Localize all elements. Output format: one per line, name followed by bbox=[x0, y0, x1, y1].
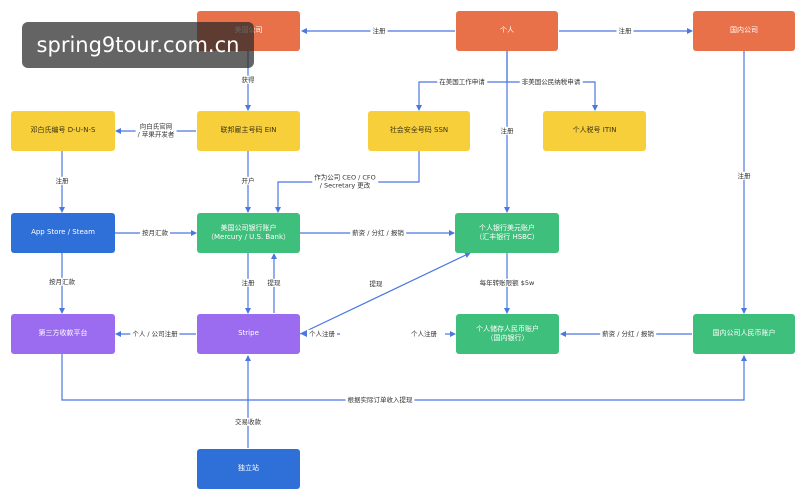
edge-label-transaction: 交易收款 bbox=[233, 417, 263, 427]
edge-label-personal-reg-stripe: 个人注册 bbox=[307, 329, 337, 339]
edge-third-party-to-domestic-rmb bbox=[61, 354, 747, 401]
node-indie-site-label: 独立站 bbox=[238, 464, 259, 473]
edge-label-reg-individual: 注册 bbox=[498, 126, 516, 136]
edge-label-work-us: 在美国工作申请 bbox=[437, 77, 487, 87]
node-ssn-label: 社会安全号码 SSN bbox=[389, 126, 449, 135]
node-ein: 联邦雇主号码 EIN bbox=[197, 111, 300, 151]
node-domestic-company-label: 国内公司 bbox=[730, 26, 758, 35]
node-us-company-bank-label: 美国公司银行账户 （Mercury / U.S. Bank） bbox=[206, 223, 290, 241]
node-duns: 邓白氏编号 D-U-N-S bbox=[11, 111, 115, 151]
edge-label-reg-duns: 注册 bbox=[53, 176, 71, 186]
node-itin-label: 个人税号 ITIN bbox=[572, 126, 617, 135]
watermark-text: spring9tour.com.cn bbox=[36, 33, 240, 57]
node-us-company-bank: 美国公司银行账户 （Mercury / U.S. Bank） bbox=[197, 213, 300, 253]
node-personal-usd-label: 个人银行美元账户 （汇丰银行 HSBC） bbox=[475, 223, 539, 241]
node-individual-label: 个人 bbox=[500, 26, 514, 35]
edge-label-nonresident: 非美国公民纳税申请 bbox=[519, 77, 583, 87]
node-indie-site: 独立站 bbox=[197, 449, 300, 489]
edge-label-monthly-transfer: 按月汇款 bbox=[140, 228, 170, 238]
edge-label-reg-stripe: 注册 bbox=[239, 278, 257, 288]
node-appstore-label: App Store / Steam bbox=[31, 228, 95, 237]
edge-label-salary-2: 薪资 / 分红 / 报销 bbox=[600, 329, 656, 339]
edge-label-reg-left: 注册 bbox=[370, 26, 388, 36]
node-personal-rmb: 个人储存人民币账户 （国内银行） bbox=[456, 314, 559, 354]
node-domestic-rmb-label: 国内公司人民币账户 bbox=[712, 329, 776, 338]
edge-label-officer-change: 作为公司 CEO / CFO / Secretary 更改 bbox=[312, 173, 378, 191]
node-duns-label: 邓白氏编号 D-U-N-S bbox=[30, 126, 96, 135]
watermark: spring9tour.com.cn bbox=[22, 22, 254, 68]
node-domestic-company: 国内公司 bbox=[693, 11, 795, 51]
edge-stripe-to-personal-usd bbox=[299, 252, 471, 335]
node-domestic-rmb: 国内公司人民币账户 bbox=[693, 314, 795, 354]
node-personal-usd: 个人银行美元账户 （汇丰银行 HSBC） bbox=[455, 213, 559, 253]
edge-label-reg-domestic: 注册 bbox=[735, 171, 753, 181]
edge-label-personal-reg-rmb: 个人注册 bbox=[409, 329, 439, 339]
node-stripe: Stripe bbox=[197, 314, 300, 354]
node-personal-rmb-label: 个人储存人民币账户 （国内银行） bbox=[476, 324, 539, 342]
edge-label-withdraw-stripe: 提现 bbox=[265, 278, 283, 288]
node-third-party-label: 第三方收款平台 bbox=[38, 329, 88, 338]
node-stripe-label: Stripe bbox=[238, 329, 259, 338]
edge-label-by-order: 根据实际订单收入提现 bbox=[345, 395, 415, 405]
edge-label-annual-limit: 每年转账限额 $5w bbox=[477, 278, 537, 288]
edge-label-reg-right: 注册 bbox=[616, 26, 634, 36]
node-ssn: 社会安全号码 SSN bbox=[368, 111, 470, 151]
edge-label-personal-company-reg: 个人 / 公司注册 bbox=[130, 329, 180, 339]
edge-label-salary-1: 薪资 / 分红 / 报销 bbox=[350, 228, 406, 238]
edge-label-withdraw-personal: 提现 bbox=[367, 279, 385, 289]
node-itin: 个人税号 ITIN bbox=[543, 111, 646, 151]
node-individual: 个人 bbox=[456, 11, 558, 51]
node-third-party: 第三方收款平台 bbox=[11, 314, 115, 354]
edge-label-obtain: 获得 bbox=[239, 75, 257, 85]
edge-label-open-account: 开户 bbox=[239, 176, 257, 186]
edge-label-monthly-pay: 按月汇款 bbox=[47, 277, 77, 287]
edge-label-apple-google: 向白氏官网 / 苹果开发者 bbox=[135, 122, 177, 140]
node-appstore: App Store / Steam bbox=[11, 213, 115, 253]
node-ein-label: 联邦雇主号码 EIN bbox=[220, 126, 277, 135]
